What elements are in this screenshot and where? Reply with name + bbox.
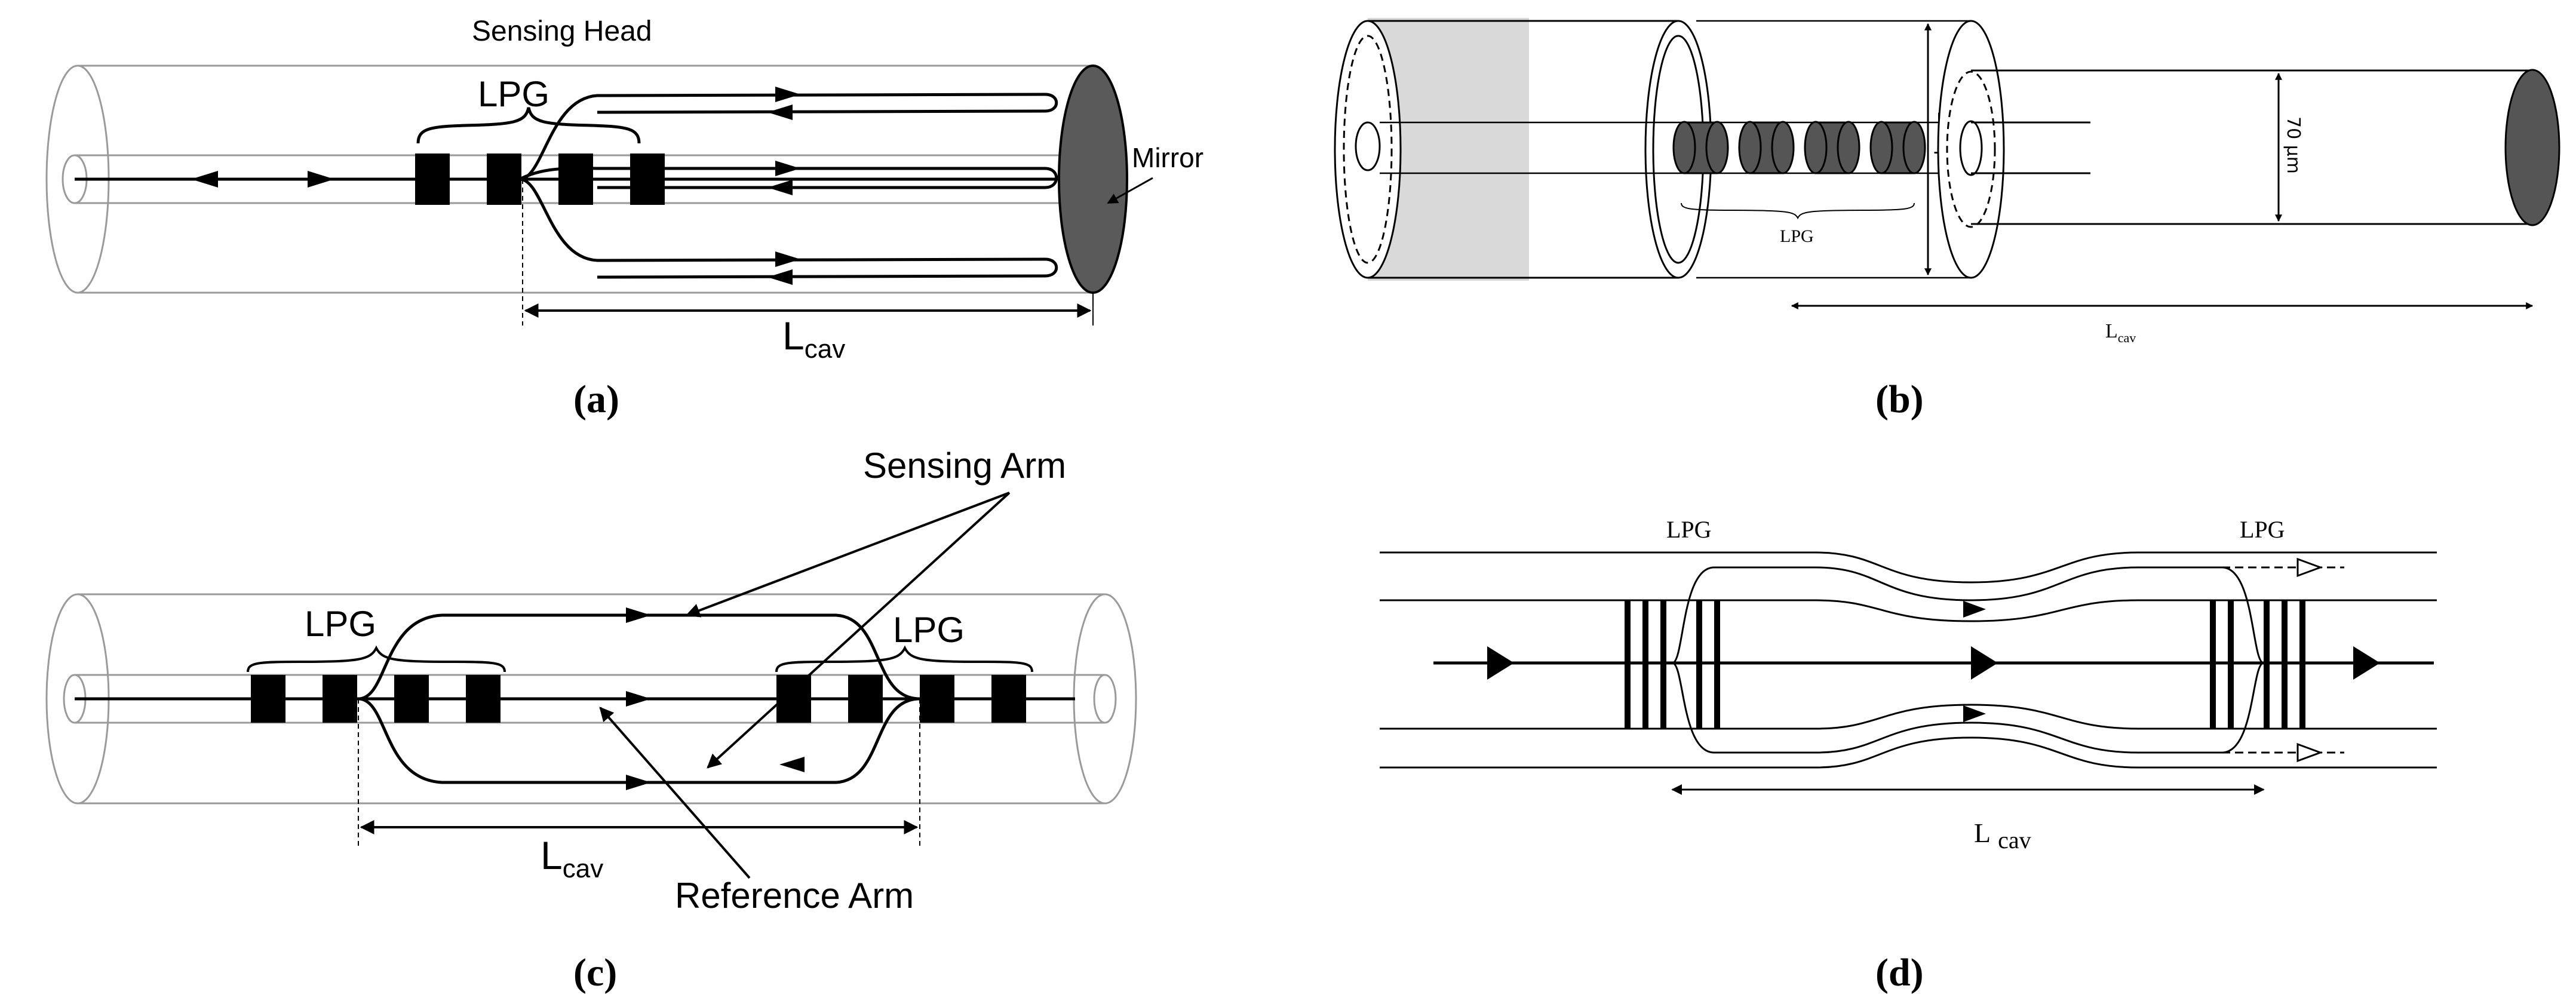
mode-arrows-a (767, 87, 800, 285)
lpg-gratings-c (251, 675, 1026, 723)
core-arrow-left (191, 171, 218, 188)
lpg-brace-c-right (775, 645, 1033, 673)
lcav-label-a: Lcav (782, 314, 845, 364)
caption-a: (a) (573, 377, 619, 421)
cylinder-c (45, 593, 1137, 805)
panel-c: LPG LPG Sensing Arm Reference Arm Lcav (… (45, 446, 1137, 994)
lpg-cylinders-b (1672, 121, 1926, 174)
lpg-lines-d (1625, 600, 2305, 729)
lpg-label-b: LPG (1780, 226, 1814, 246)
mode-paths-d (1672, 566, 2264, 754)
sensing-head-title: Sensing Head (472, 16, 652, 47)
core-arrow-right (308, 171, 334, 188)
reference-arm-label: Reference Arm (675, 876, 914, 916)
lpg-label-c-right: LPG (893, 610, 965, 650)
mirror (1058, 65, 1128, 294)
arm-arrows-c (626, 607, 805, 790)
sensing-arm-pointer-1 (685, 492, 1010, 618)
reference-arm-pointer (599, 707, 751, 879)
mode-paths-a (518, 93, 1058, 279)
fiber-outline-d (1380, 551, 2437, 769)
panel-b: 125 µm LPG 70 µm Lcav (b) (1334, 18, 2560, 421)
lcav-label-c: Lcav (541, 833, 603, 883)
lpg-label-d-left: LPG (1666, 516, 1712, 543)
caption-b: (b) (1875, 377, 1924, 421)
arm-paths-c (358, 613, 920, 784)
lpg-label-a: LPG (478, 74, 549, 114)
lpg-brace-b (1681, 202, 1915, 220)
caption-c: (c) (573, 951, 617, 994)
cylinder-right-b (1937, 20, 2532, 279)
end-face-b (2504, 69, 2560, 226)
arrows-d (1487, 601, 2380, 722)
label-70um: 70 µm (2283, 116, 2304, 174)
lpg-label-c-left: LPG (305, 604, 376, 644)
lpg-brace-c-left (247, 645, 506, 673)
lpg-label-d-right: LPG (2240, 516, 2285, 543)
lpg-gratings-a (415, 153, 665, 205)
sensing-arm-pointer-2 (707, 492, 1011, 769)
panel-a: LPG Sensing Head Mirror Lcav (a) (45, 16, 1203, 421)
lpg-brace-a (416, 107, 641, 144)
dashed-out-d (2222, 557, 2344, 763)
lcav-label-b: Lcav (2105, 320, 2136, 345)
mirror-label: Mirror (1132, 142, 1203, 173)
mirror-pointer (1107, 177, 1153, 204)
caption-d: (d) (1875, 951, 1924, 994)
sensing-arm-label: Sensing Arm (863, 446, 1066, 486)
